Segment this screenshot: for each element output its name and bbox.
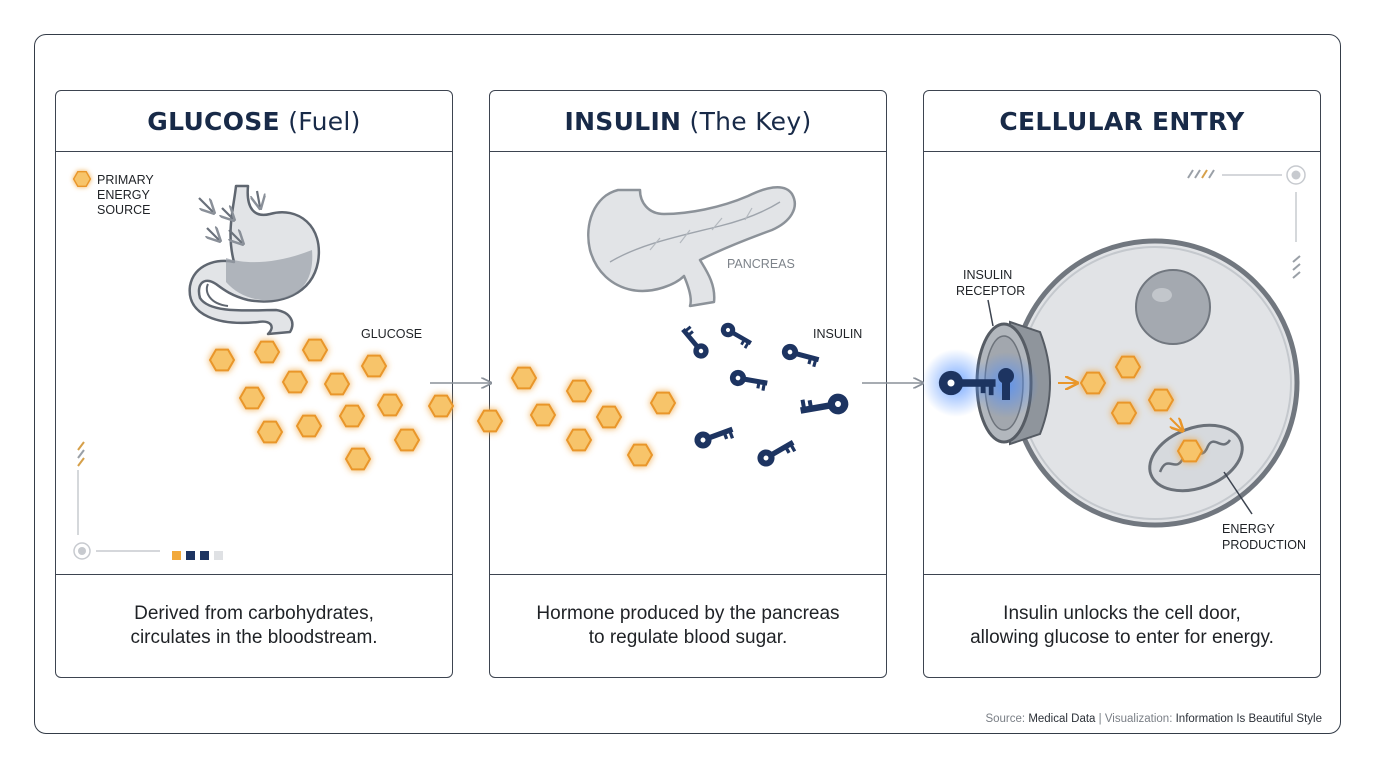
energy-source-legend: PRIMARY ENERGY SOURCE — [72, 171, 154, 217]
key-icon — [754, 434, 798, 470]
glucose-caption: Derived from carbohydrates, circulates i… — [56, 574, 452, 677]
infographic-frame — [34, 34, 1341, 734]
pancreas-label: PANCREAS — [727, 257, 795, 271]
key-icon — [677, 324, 712, 362]
key-icon — [798, 392, 850, 421]
glucose-panel-title: GLUCOSE (Fuel) — [147, 107, 360, 136]
hexagon-icon — [72, 171, 92, 187]
insulin-label: INSULIN — [813, 327, 862, 341]
glucose-title-strong: GLUCOSE — [147, 106, 280, 136]
source-credit: Source: Medical Data | Visualization: In… — [985, 713, 1322, 725]
keyhole-icon — [998, 368, 1014, 400]
insulin-caption-line2: to regulate blood sugar. — [588, 627, 788, 648]
credit-source-label: Source: — [985, 713, 1026, 725]
credit-source-value: Medical Data — [1028, 713, 1096, 725]
mitochondria-arrow — [1170, 418, 1182, 430]
key-icon — [718, 320, 755, 350]
energy-label-line2: PRODUCTION — [1222, 538, 1306, 552]
glucose-label: GLUCOSE — [361, 327, 422, 341]
glucose-panel-header: GLUCOSE (Fuel) — [56, 91, 452, 152]
cellular-entry-caption: Insulin unlocks the cell door, allowing … — [924, 574, 1320, 677]
glucose-caption-line2: circulates in the bloodstream. — [130, 627, 378, 648]
insulin-panel-header: INSULIN (The Key) — [490, 91, 886, 152]
receptor-label-line1: INSULIN — [963, 268, 1012, 282]
cellular-entry-panel-title: CELLULAR ENTRY — [999, 107, 1244, 136]
insulin-panel: INSULIN (The Key) Hormone produced by th… — [489, 90, 887, 678]
receptor-label-line2: RECEPTOR — [956, 284, 1025, 298]
credit-viz-label: Visualization: — [1104, 713, 1173, 725]
panel3-decoration — [1187, 165, 1306, 279]
legend-line1: PRIMARY — [97, 173, 154, 187]
insulin-caption: Hormone produced by the pancreas to regu… — [490, 574, 886, 677]
insulin-panel-title: INSULIN (The Key) — [564, 107, 811, 136]
glucose-panel: GLUCOSE (Fuel) Derived from carbohydrate… — [55, 90, 453, 678]
food-arrows — [198, 190, 260, 243]
cellular-entry-caption-line2: allowing glucose to enter for energy. — [970, 627, 1274, 648]
insulin-receptor — [973, 299, 1051, 446]
insulin-caption-line1: Hormone produced by the pancreas — [536, 603, 840, 624]
key-icon — [780, 342, 821, 368]
stomach-icon — [188, 184, 321, 336]
panel1-decoration — [73, 441, 223, 560]
insulin-keys — [677, 320, 850, 470]
key-icon — [728, 368, 769, 392]
legend-line3: SOURCE — [97, 203, 150, 217]
key-icon — [692, 421, 736, 451]
cellular-entry-panel-header: CELLULAR ENTRY — [924, 91, 1320, 152]
glucose-caption-line1: Derived from carbohydrates, — [134, 603, 374, 624]
credit-viz-value: Information Is Beautiful Style — [1175, 713, 1322, 725]
cellular-entry-caption-line1: Insulin unlocks the cell door, — [1003, 603, 1241, 624]
energy-leader-line — [1223, 471, 1253, 515]
cellular-entry-title-strong: CELLULAR ENTRY — [999, 106, 1245, 136]
glucose-molecules — [209, 338, 676, 471]
insulin-title-light: (The Key) — [689, 106, 812, 136]
legend-line2: ENERGY — [97, 188, 150, 202]
pancreas-icon — [587, 186, 797, 308]
energy-label-line1: ENERGY — [1222, 522, 1275, 536]
credit-separator: | — [1098, 713, 1102, 725]
glucose-title-light: (Fuel) — [288, 106, 361, 136]
insulin-title-strong: INSULIN — [564, 106, 682, 136]
